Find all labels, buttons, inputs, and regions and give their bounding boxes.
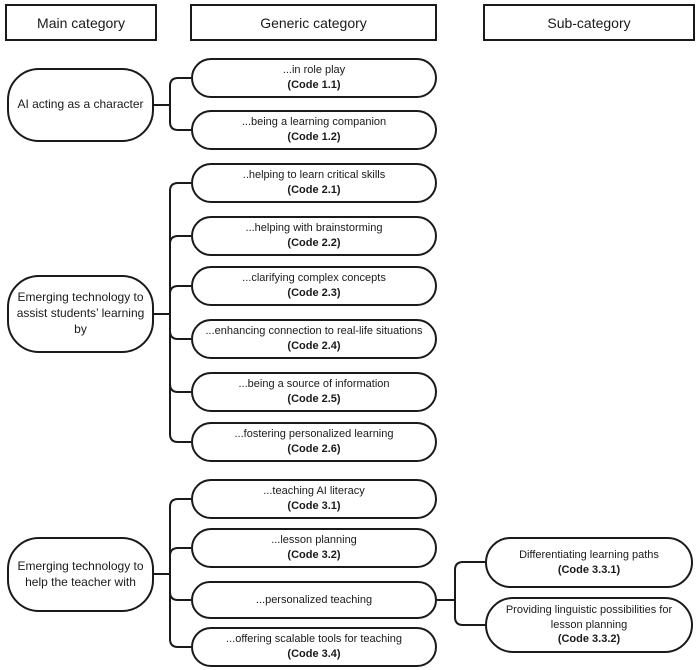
generic-category-code-2-1: ..helping to learn critical skills (Code…	[191, 163, 437, 203]
main-category-2: Emerging technology to assist students’ …	[7, 275, 154, 353]
connector-subgroup-33	[437, 561, 485, 626]
generic-category-code-3-1: ...teaching AI literacy (Code 3.1)	[191, 479, 437, 519]
generic-category-code-2-5-code: (Code 2.5)	[287, 393, 341, 405]
main-category-3: Emerging technology to help the teacher …	[7, 537, 154, 612]
sub-category-code-3-3-2-label: Providing linguistic possibilities for l…	[505, 604, 673, 631]
generic-category-code-1-2-code: (Code 1.2)	[287, 131, 341, 143]
generic-category-code-1-1-label: ...in role play	[282, 64, 346, 77]
generic-category-code-1-1: ...in role play (Code 1.1)	[191, 58, 437, 98]
main-category-2-label: Emerging technology to assist students’ …	[16, 290, 145, 336]
generic-category-code-3-2-code: (Code 3.2)	[287, 549, 341, 561]
generic-category-code-2-3: ...clarifying complex concepts (Code 2.3…	[191, 266, 437, 306]
generic-category-personalized-teaching: ...personalized teaching	[191, 581, 437, 619]
main-category-1: AI acting as a character	[7, 68, 154, 142]
generic-category-code-2-3-label: ...clarifying complex concepts	[242, 272, 386, 285]
generic-category-code-3-4-label: ...offering scalable tools for teaching	[226, 633, 402, 646]
generic-category-code-2-4: ...enhancing connection to real-life sit…	[191, 319, 437, 359]
generic-category-code-2-2: ...helping with brainstorming (Code 2.2)	[191, 216, 437, 256]
sub-category-code-3-3-1-label: Differentiating learning paths	[519, 548, 659, 561]
generic-category-code-2-2-label: ...helping with brainstorming	[245, 222, 383, 235]
connector-group-1	[154, 77, 191, 131]
generic-category-code-2-6: ...fostering personalized learning (Code…	[191, 422, 437, 462]
generic-category-code-3-2-label: ...lesson planning	[271, 534, 357, 547]
generic-category-code-3-4-code: (Code 3.4)	[287, 648, 341, 660]
generic-category-code-2-1-label: ..helping to learn critical skills	[242, 169, 386, 182]
connector-group-2	[154, 182, 191, 443]
generic-category-code-1-2-label: ...being a learning companion	[241, 116, 387, 129]
generic-category-code-2-4-label: ...enhancing connection to real-life sit…	[205, 325, 423, 338]
main-category-1-label: AI acting as a character	[17, 97, 144, 112]
generic-category-code-2-1-code: (Code 2.1)	[287, 184, 341, 196]
generic-category-code-3-2: ...lesson planning (Code 3.2)	[191, 528, 437, 568]
generic-category-code-2-5-label: ...being a source of information	[238, 378, 390, 391]
generic-category-code-1-2: ...being a learning companion (Code 1.2)	[191, 110, 437, 150]
generic-category-code-2-6-code: (Code 2.6)	[287, 443, 341, 455]
column-header-sub: Sub-category	[483, 4, 695, 41]
generic-category-code-2-5: ...being a source of information (Code 2…	[191, 372, 437, 412]
sub-category-code-3-3-1-code: (Code 3.3.1)	[557, 563, 621, 576]
column-header-generic: Generic category	[190, 4, 437, 41]
generic-category-code-2-4-code: (Code 2.4)	[287, 340, 341, 352]
column-header-main: Main category	[5, 4, 157, 41]
generic-category-code-3-4: ...offering scalable tools for teaching …	[191, 627, 437, 667]
generic-category-code-1-1-code: (Code 1.1)	[287, 79, 341, 91]
sub-category-code-3-3-2: Providing linguistic possibilities for l…	[485, 597, 693, 653]
generic-category-code-3-1-label: ...teaching AI literacy	[263, 485, 365, 498]
generic-category-code-2-3-code: (Code 2.3)	[287, 287, 341, 299]
sub-category-code-3-3-2-code: (Code 3.3.2)	[557, 633, 621, 646]
sub-category-code-3-3-1: Differentiating learning paths (Code 3.3…	[485, 537, 693, 588]
main-category-3-label: Emerging technology to help the teacher …	[17, 558, 144, 589]
generic-category-code-3-1-code: (Code 3.1)	[287, 500, 341, 512]
generic-category-personalized-teaching-label: ...personalized teaching	[255, 593, 373, 606]
generic-category-code-2-6-label: ...fostering personalized learning	[234, 428, 394, 441]
generic-category-code-2-2-code: (Code 2.2)	[287, 237, 341, 249]
connector-group-3	[154, 498, 191, 648]
